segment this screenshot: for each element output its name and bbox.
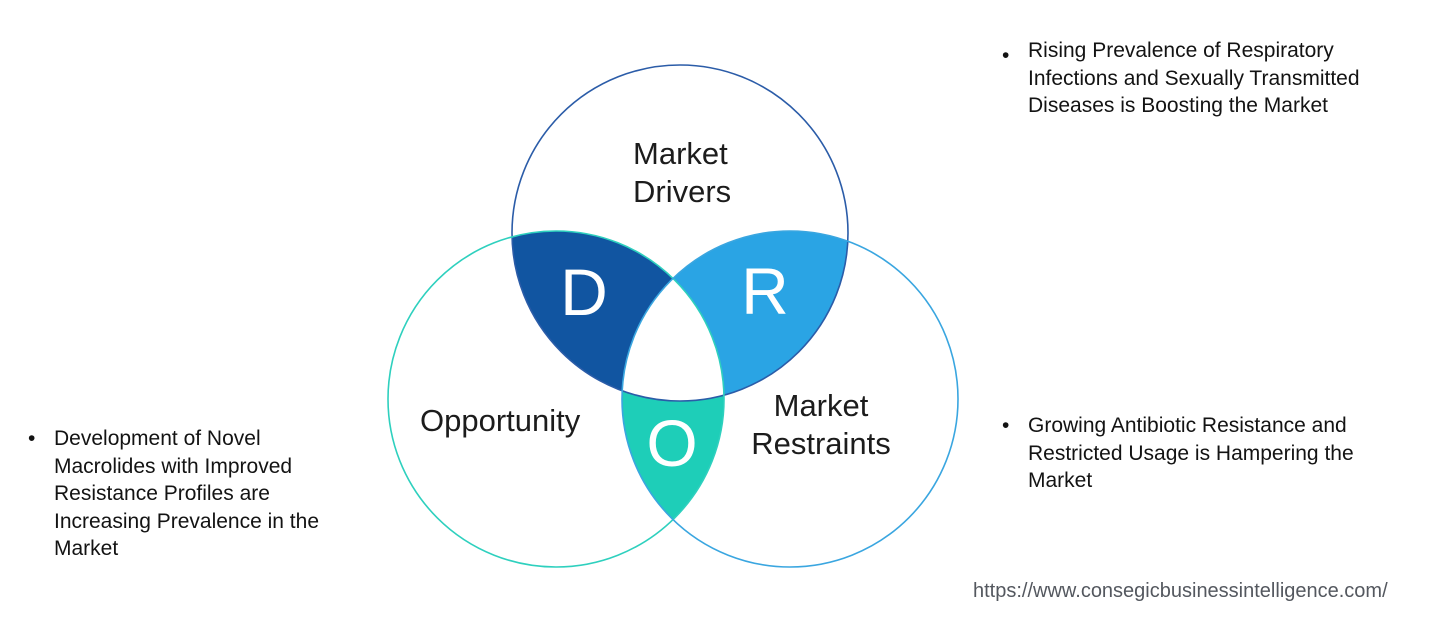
opportunity-bullet-text: Development of Novel Macrolides with Imp… [54, 427, 319, 560]
market-drivers-label: Market Drivers [633, 136, 732, 209]
market-drivers-circle [511, 64, 849, 402]
opportunity-circle [387, 230, 725, 568]
opportunity-label: Opportunity [420, 403, 581, 438]
market-restraints-circle [621, 230, 959, 568]
restraints-bullet: • Growing Antibiotic Resistance and Rest… [1002, 412, 1422, 495]
opportunity-bullet: • Development of Novel Macrolides with I… [28, 425, 388, 563]
market-restraints-label: Market Restraints [751, 388, 891, 461]
restraints-bullet-text: Growing Antibiotic Resistance and Restri… [1028, 414, 1354, 492]
bullet-dot-icon: • [1002, 414, 1010, 437]
drivers-bullet: • Rising Prevalence of Respiratory Infec… [1002, 37, 1422, 120]
bullet-dot-icon: • [1002, 44, 1010, 67]
drivers-overlap-letter: D [560, 255, 608, 329]
bullet-dot-icon: • [28, 427, 36, 450]
source-url: https://www.consegicbusinessintelligence… [973, 580, 1388, 602]
opportunity-overlap-letter: O [646, 406, 698, 480]
restraints-overlap-letter: R [741, 254, 789, 328]
drivers-bullet-text: Rising Prevalence of Respiratory Infecti… [1028, 39, 1360, 117]
